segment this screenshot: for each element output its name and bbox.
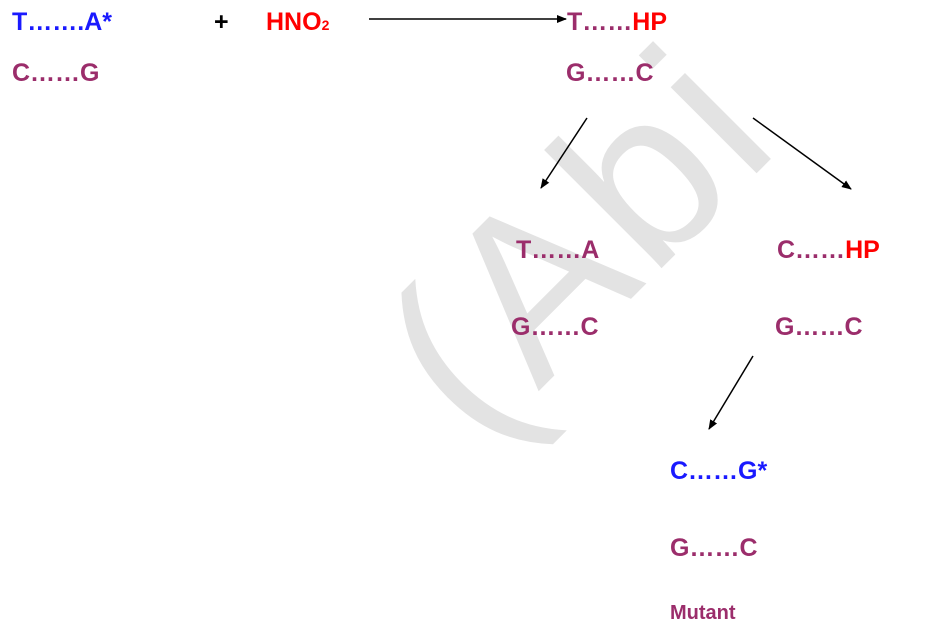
right-branch-top-base: C……	[777, 236, 846, 264]
reagent-main: HNO	[266, 8, 322, 36]
reagent-subscript: 2	[321, 17, 330, 33]
right-branch-top-mod: HP	[845, 236, 880, 264]
left-branch-bottom: G……C	[511, 313, 599, 341]
right-branch-top: C……HP	[777, 236, 880, 264]
product-top: T……HP	[567, 8, 667, 36]
product-bottom: G……C	[566, 59, 654, 87]
left-branch-top: T……A	[516, 236, 600, 264]
final-bottom: G……C	[670, 534, 758, 562]
final-top: C……G*	[670, 457, 768, 485]
left-branch-arrow	[540, 117, 588, 189]
mutant-label: Mutant	[670, 602, 736, 624]
mutant-arrow	[708, 355, 754, 430]
pair1-bottom: C……G	[12, 59, 100, 87]
right-branch-bottom: G……C	[775, 313, 863, 341]
product-top-base: T……	[567, 8, 633, 36]
plus-sign: +	[214, 8, 229, 36]
pair1-top: T…….A*	[12, 8, 112, 36]
reagent: HNO2	[266, 8, 329, 39]
product-top-mod: HP	[632, 8, 668, 36]
right-branch-arrow	[752, 117, 852, 190]
